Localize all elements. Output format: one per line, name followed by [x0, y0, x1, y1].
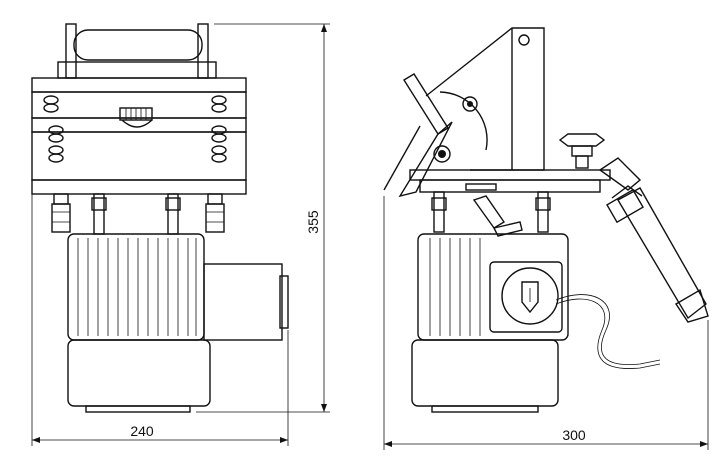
- side-tower: [425, 27, 545, 171]
- front-width-label: 240: [130, 423, 154, 439]
- front-top-plate: [31, 77, 247, 195]
- front-view: [31, 23, 289, 413]
- front-handle: [57, 23, 217, 79]
- front-motor: [67, 233, 289, 413]
- side-motor: [411, 233, 661, 413]
- dimension-side-width: [383, 196, 709, 450]
- side-view: [383, 27, 709, 413]
- side-knob: [558, 133, 606, 169]
- height-label: 355: [305, 210, 321, 234]
- side-columns: [431, 191, 551, 237]
- dimension-height: [196, 23, 330, 413]
- side-guard: [383, 73, 453, 198]
- front-columns: [51, 193, 225, 235]
- side-width-label: 300: [562, 427, 586, 443]
- side-base-plate: [409, 169, 611, 193]
- dimension-front-width: [31, 194, 289, 446]
- side-handle: [598, 157, 709, 323]
